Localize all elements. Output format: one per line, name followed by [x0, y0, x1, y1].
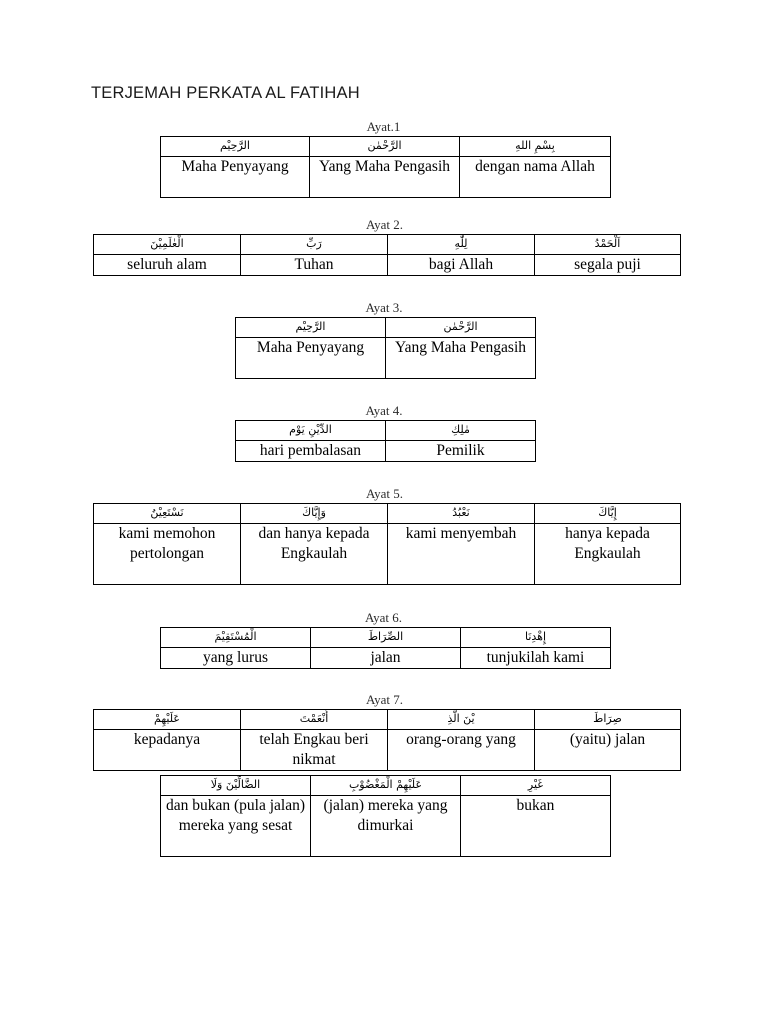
arabic-cell: الضَّالِّيْنَ وَلَا [160, 775, 311, 796]
table-row-arabic: الرَّحِيْم الرَّحْمٰن بِسْمِ اللهِ [160, 136, 611, 157]
table-row-latin: kepadanya telah Engkau beri nikmat orang… [93, 729, 681, 771]
arabic-cell: مٰلِكِ [385, 420, 536, 441]
arabic-cell: وَإِيَّاكَ [240, 503, 388, 524]
ayat-table: الْعٰلَمِيْنَ رَبِّ لِلّٰهِ اَلْحَمْدُ s… [93, 234, 681, 276]
ayat-table: الرَّحِيْم الرَّحْمٰن Maha Penyayang Yan… [235, 317, 536, 379]
latin-cell: dan hanya kepada Engkaulah [240, 523, 388, 585]
arabic-cell: غَيْرِ [460, 775, 611, 796]
latin-cell: hanya kepada Engkaulah [534, 523, 681, 585]
ayat-block-1: Ayat.1 الرَّحِيْم الرَّحْمٰن بِسْمِ الله… [160, 119, 611, 198]
table-row-latin: dan bukan (pula jalan) mereka yang sesat… [160, 795, 611, 857]
ayat-label: Ayat 5. [365, 486, 404, 501]
table-row-latin: hari pembalasan Pemilik [235, 440, 536, 462]
page-title: TERJEMAH PERKATA AL FATIHAH [91, 84, 360, 102]
latin-cell: dengan nama Allah [459, 156, 611, 198]
arabic-cell: إِهْدِنَا [460, 627, 611, 648]
arabic-cell: الدِّيْنِ يَوْم [235, 420, 386, 441]
ayat-table: الْمُسْتَقِيْمَ الصِّرَاطَ إِهْدِنَا yan… [160, 627, 611, 669]
table-row-arabic: نَسْتَعِيْنُ وَإِيَّاكَ نَعْبُدُ إِيَّاك… [93, 503, 681, 524]
table-row-latin: kami memohon pertolongan dan hanya kepad… [93, 523, 681, 585]
arabic-cell: اَلْحَمْدُ [534, 234, 681, 255]
table-row-arabic: الرَّحِيْم الرَّحْمٰن [235, 317, 536, 338]
arabic-cell: الرَّحْمٰن [385, 317, 536, 338]
ayat-table: عَلَيْهِمْ أَنْعَمْتَ يْنَ الَّذِ صِرَاط… [93, 709, 681, 771]
ayat-block-7: Ayat 7. عَلَيْهِمْ أَنْعَمْتَ يْنَ الَّذ… [93, 692, 681, 771]
arabic-cell: الرَّحِيْم [235, 317, 386, 338]
table-row-latin: seluruh alam Tuhan bagi Allah segala puj… [93, 254, 681, 276]
arabic-cell: نَسْتَعِيْنُ [93, 503, 241, 524]
latin-cell: hari pembalasan [235, 440, 386, 462]
ayat-table: الدِّيْنِ يَوْم مٰلِكِ hari pembalasan P… [235, 420, 536, 462]
latin-cell: Tuhan [240, 254, 388, 276]
table-row-latin: Maha Penyayang Yang Maha Pengasih [235, 337, 536, 379]
ayat-block-2: Ayat 2. الْعٰلَمِيْنَ رَبِّ لِلّٰهِ اَلْ… [93, 217, 681, 276]
table-row-latin: yang lurus jalan tunjukilah kami [160, 647, 611, 669]
ayat-block-7-continued: الضَّالِّيْنَ وَلَا عَلَيْهِمْ الْمَغْضُ… [160, 775, 611, 857]
latin-cell: (yaitu) jalan [534, 729, 681, 771]
table-row-arabic: الْمُسْتَقِيْمَ الصِّرَاطَ إِهْدِنَا [160, 627, 611, 648]
ayat-table: الرَّحِيْم الرَّحْمٰن بِسْمِ اللهِ Maha … [160, 136, 611, 198]
arabic-cell: عَلَيْهِمْ الْمَغْضُوْبِ [310, 775, 461, 796]
ayat-label: Ayat 4. [365, 403, 403, 418]
table-row-arabic: عَلَيْهِمْ أَنْعَمْتَ يْنَ الَّذِ صِرَاط… [93, 709, 681, 730]
arabic-cell: لِلّٰهِ [387, 234, 535, 255]
latin-cell: Maha Penyayang [160, 156, 310, 198]
latin-cell: telah Engkau beri nikmat [240, 729, 388, 771]
latin-cell: Yang Maha Pengasih [385, 337, 536, 379]
table-row-arabic: الضَّالِّيْنَ وَلَا عَلَيْهِمْ الْمَغْضُ… [160, 775, 611, 796]
latin-cell: jalan [310, 647, 461, 669]
latin-cell: (jalan) mereka yang dimurkai [310, 795, 461, 857]
ayat-label: Ayat 6. [364, 610, 403, 625]
latin-cell: dan bukan (pula jalan) mereka yang sesat [160, 795, 311, 857]
arabic-cell: عَلَيْهِمْ [93, 709, 241, 730]
arabic-cell: الْعٰلَمِيْنَ [93, 234, 241, 255]
ayat-table: نَسْتَعِيْنُ وَإِيَّاكَ نَعْبُدُ إِيَّاك… [93, 503, 681, 585]
ayat-label: Ayat.1 [366, 119, 401, 134]
latin-cell: Pemilik [385, 440, 536, 462]
latin-cell: yang lurus [160, 647, 311, 669]
latin-cell: bukan [460, 795, 611, 857]
arabic-cell: بِسْمِ اللهِ [459, 136, 611, 157]
arabic-cell: الرَّحْمٰن [309, 136, 460, 157]
ayat-block-4: Ayat 4. الدِّيْنِ يَوْم مٰلِكِ hari pemb… [235, 403, 536, 462]
ayat-label: Ayat 3. [365, 300, 403, 315]
table-row-arabic: الدِّيْنِ يَوْم مٰلِكِ [235, 420, 536, 441]
arabic-cell: يْنَ الَّذِ [387, 709, 535, 730]
latin-cell: kami memohon pertolongan [93, 523, 241, 585]
arabic-cell: الْمُسْتَقِيْمَ [160, 627, 311, 648]
table-row-latin: Maha Penyayang Yang Maha Pengasih dengan… [160, 156, 611, 198]
latin-cell: Yang Maha Pengasih [309, 156, 460, 198]
arabic-cell: نَعْبُدُ [387, 503, 535, 524]
table-row-arabic: الْعٰلَمِيْنَ رَبِّ لِلّٰهِ اَلْحَمْدُ [93, 234, 681, 255]
arabic-cell: صِرَاطَ [534, 709, 681, 730]
arabic-cell: الرَّحِيْم [160, 136, 310, 157]
latin-cell: Maha Penyayang [235, 337, 386, 379]
latin-cell: segala puji [534, 254, 681, 276]
arabic-cell: رَبِّ [240, 234, 388, 255]
latin-cell: seluruh alam [93, 254, 241, 276]
latin-cell: orang-orang yang [387, 729, 535, 771]
ayat-label: Ayat 2. [365, 217, 404, 232]
ayat-label: Ayat 7. [365, 692, 404, 707]
ayat-table: الضَّالِّيْنَ وَلَا عَلَيْهِمْ الْمَغْضُ… [160, 775, 611, 857]
arabic-cell: إِيَّاكَ [534, 503, 681, 524]
ayat-block-5: Ayat 5. نَسْتَعِيْنُ وَإِيَّاكَ نَعْبُدُ… [93, 486, 681, 585]
latin-cell: kami menyembah [387, 523, 535, 585]
latin-cell: bagi Allah [387, 254, 535, 276]
arabic-cell: الصِّرَاطَ [310, 627, 461, 648]
ayat-block-6: Ayat 6. الْمُسْتَقِيْمَ الصِّرَاطَ إِهْد… [160, 610, 611, 669]
ayat-block-3: Ayat 3. الرَّحِيْم الرَّحْمٰن Maha Penya… [235, 300, 536, 379]
arabic-cell: أَنْعَمْتَ [240, 709, 388, 730]
latin-cell: tunjukilah kami [460, 647, 611, 669]
latin-cell: kepadanya [93, 729, 241, 771]
